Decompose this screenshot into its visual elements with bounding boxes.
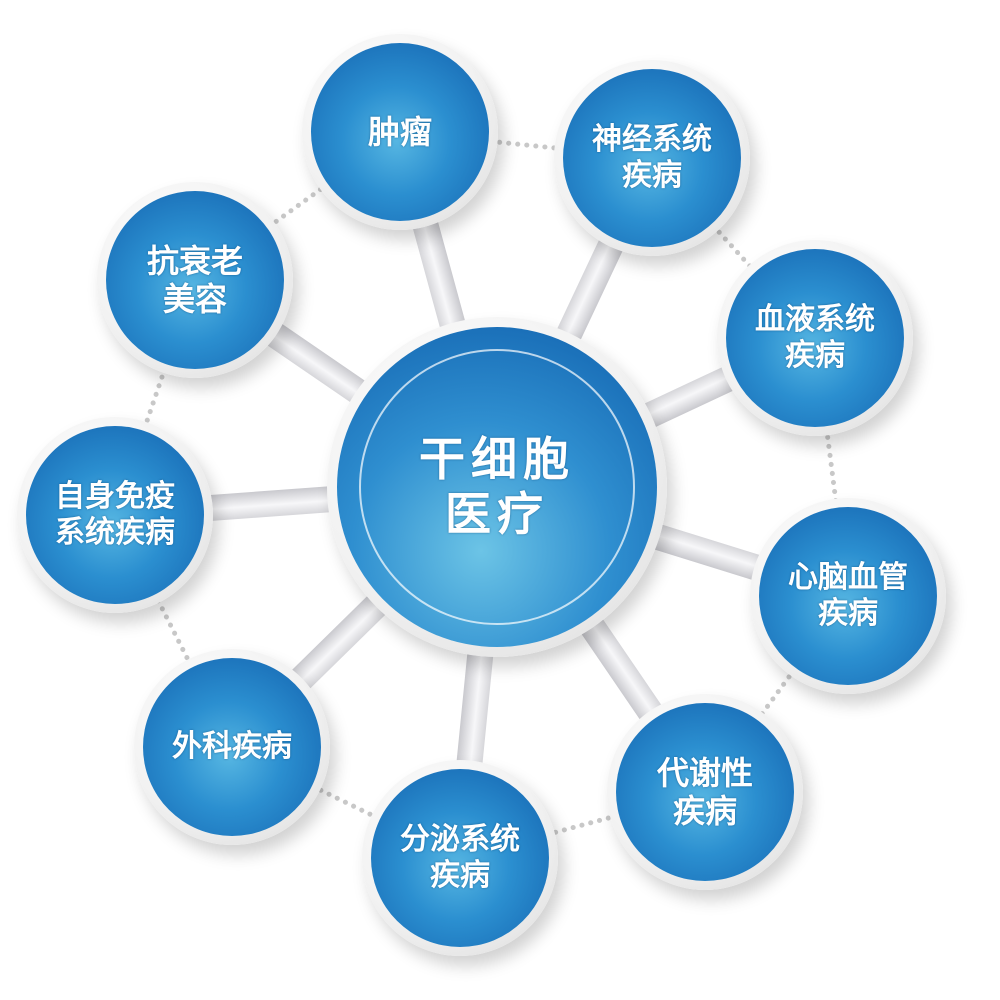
node-disc: 心脑血管疾病 xyxy=(759,507,937,685)
center-inner-border xyxy=(359,349,635,625)
center-node-stem-cell-therapy: 干细胞 医疗 xyxy=(327,317,667,657)
node-autoimmune: 自身免疫系统疾病 xyxy=(17,417,213,613)
node-label-line1: 外科疾病 xyxy=(172,729,292,764)
spoke-metabolic xyxy=(576,611,667,727)
node-disc: 自身免疫系统疾病 xyxy=(26,426,204,604)
node-disc: 血液系统疾病 xyxy=(726,249,904,427)
node-label-line1: 心脑血管 xyxy=(788,560,908,595)
node-disc: 外科疾病 xyxy=(143,658,321,836)
spoke-connectors xyxy=(201,213,768,772)
node-disc: 分泌系统疾病 xyxy=(371,769,549,947)
spoke-tumor xyxy=(410,213,468,337)
node-surgical: 外科疾病 xyxy=(134,649,330,845)
node-label-line1: 分泌系统 xyxy=(400,822,520,857)
node-endocrine: 分泌系统疾病 xyxy=(362,760,558,956)
node-label-line2: 疾病 xyxy=(818,596,878,631)
node-tumor: 肿瘤 xyxy=(302,34,498,230)
node-label-line1: 自身免疫 xyxy=(55,479,175,514)
spoke-blood xyxy=(636,363,741,431)
node-disc: 抗衰老美容 xyxy=(106,191,284,369)
node-label-line2: 疾病 xyxy=(672,792,737,830)
node-disc: 肿瘤 xyxy=(311,43,489,221)
node-label-line2: 疾病 xyxy=(785,338,845,373)
spoke-nervous xyxy=(553,232,627,348)
node-label-line2: 疾病 xyxy=(622,158,682,193)
center-disc: 干细胞 医疗 xyxy=(337,327,657,647)
node-label-line2: 系统疾病 xyxy=(55,515,175,550)
node-label-line1: 肿瘤 xyxy=(367,112,432,151)
spoke-surgical xyxy=(285,589,392,695)
node-metabolic: 代谢性疾病 xyxy=(607,694,803,890)
node-nervous: 神经系统疾病 xyxy=(554,60,750,256)
node-label-line2: 美容 xyxy=(162,280,227,318)
node-disc: 代谢性疾病 xyxy=(616,703,794,881)
node-cardio: 心脑血管疾病 xyxy=(750,498,946,694)
node-antiaging: 抗衰老美容 xyxy=(97,182,293,378)
node-label-line1: 代谢性 xyxy=(656,753,753,792)
spoke-cardio xyxy=(645,522,768,583)
node-label-line1: 抗衰老 xyxy=(146,241,243,280)
spoke-autoimmune xyxy=(201,485,339,522)
node-disc: 神经系统疾病 xyxy=(563,69,741,247)
node-label-line2: 疾病 xyxy=(430,858,490,893)
node-label-line1: 神经系统 xyxy=(592,122,712,157)
node-blood: 血液系统疾病 xyxy=(717,240,913,436)
spoke-antiaging xyxy=(260,319,373,408)
spoke-endocrine xyxy=(455,644,495,772)
node-label-line1: 血液系统 xyxy=(755,302,875,337)
